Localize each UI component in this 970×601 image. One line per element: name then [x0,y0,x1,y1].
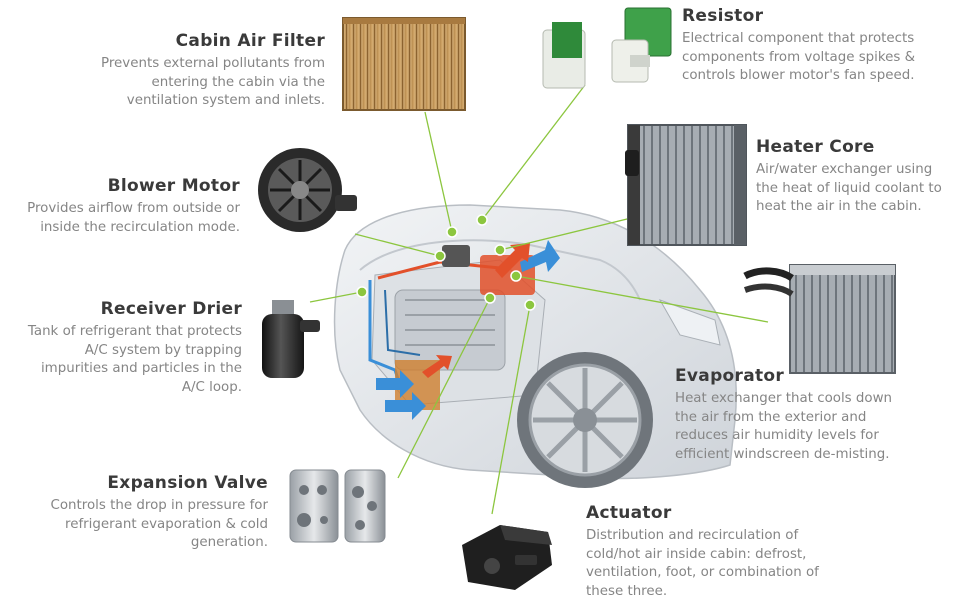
cabin-air-filter-image [342,17,466,111]
evaporator-title: Evaporator [675,366,785,386]
receiver-drier-title: Receiver Drier [100,299,242,319]
blower-motor-label: Blower Motor Provides airflow from outsi… [20,176,240,237]
resistor-image [542,7,672,89]
resistor-desc: Electrical component that protects compo… [682,31,916,83]
blower-motor-title: Blower Motor [107,176,240,196]
expansion-valve-desc: Controls the drop in pressure for refrig… [50,498,269,550]
connector-lines [309,84,769,515]
actuator-title: Actuator [586,503,672,523]
evaporator-desc: Heat exchanger that cools down the air f… [675,391,893,462]
receiver-drier-desc: Tank of refrigerant that protects A/C sy… [27,324,242,395]
evaporator-label: Evaporator Heat exchanger that cools dow… [675,366,915,464]
heater-core-label: Heater Core Air/water exchanger using th… [756,137,951,217]
actuator-desc: Distribution and recirculation of cold/h… [586,528,819,599]
cabin-air-filter-desc: Prevents external pollutants from enteri… [101,56,325,108]
evaporator-image [743,264,896,374]
blower-motor-image [258,148,357,232]
resistor-label: Resistor Electrical component that prote… [682,6,917,86]
connector-dots [356,214,536,311]
receiver-drier-label: Receiver Drier Tank of refrigerant that … [20,299,242,397]
resistor-title: Resistor [682,6,764,26]
actuator-label: Actuator Distribution and recirculation … [586,503,831,601]
cabin-air-filter-label: Cabin Air Filter Prevents external pollu… [80,31,325,111]
receiver-drier-image [262,300,320,378]
heater-core-image [625,124,747,246]
blower-motor-desc: Provides airflow from outside or inside … [27,201,240,235]
heater-core-title: Heater Core [756,137,875,157]
car-illustration [333,204,737,488]
cabin-air-filter-title: Cabin Air Filter [175,31,325,51]
expansion-valve-title: Expansion Valve [107,473,268,493]
actuator-image [462,525,552,590]
expansion-valve-label: Expansion Valve Controls the drop in pre… [40,473,269,553]
heater-core-desc: Air/water exchanger using the heat of li… [756,162,942,214]
expansion-valve-image [289,469,386,543]
